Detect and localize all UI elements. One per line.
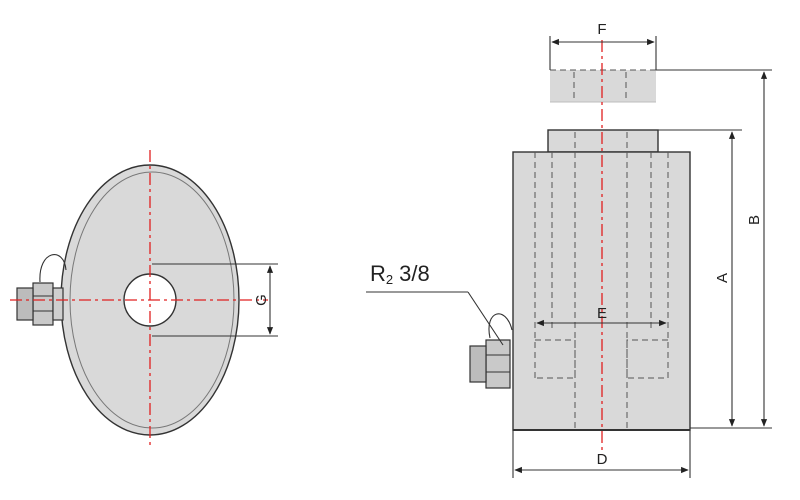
port-size: 3/8 xyxy=(399,261,430,286)
top-view-fitting xyxy=(16,254,67,326)
cylinder-body xyxy=(512,151,691,431)
dimension-f: F xyxy=(549,21,657,70)
dimension-e: E xyxy=(536,305,667,327)
top-view: G xyxy=(10,150,278,448)
saddle-cap xyxy=(550,70,656,102)
dimension-g: G xyxy=(152,263,278,337)
label-d: D xyxy=(597,451,608,468)
dimension-d: D xyxy=(512,430,691,478)
dimension-b: B xyxy=(656,69,772,429)
port-label: R2 3/8 xyxy=(370,261,430,287)
dimension-a: A xyxy=(658,129,742,429)
port-prefix: R xyxy=(370,261,386,286)
label-g: G xyxy=(253,294,270,306)
label-e: E xyxy=(597,305,607,322)
label-f: F xyxy=(597,21,606,38)
ram-top xyxy=(547,129,659,153)
port-callout: R2 3/8 xyxy=(366,261,504,346)
side-view-fitting xyxy=(469,313,513,389)
hidden-internals xyxy=(534,132,669,430)
side-view: F E D A B xyxy=(366,21,772,478)
label-a: A xyxy=(714,273,731,283)
port-subscript: 2 xyxy=(386,272,393,287)
label-b: B xyxy=(746,215,763,225)
